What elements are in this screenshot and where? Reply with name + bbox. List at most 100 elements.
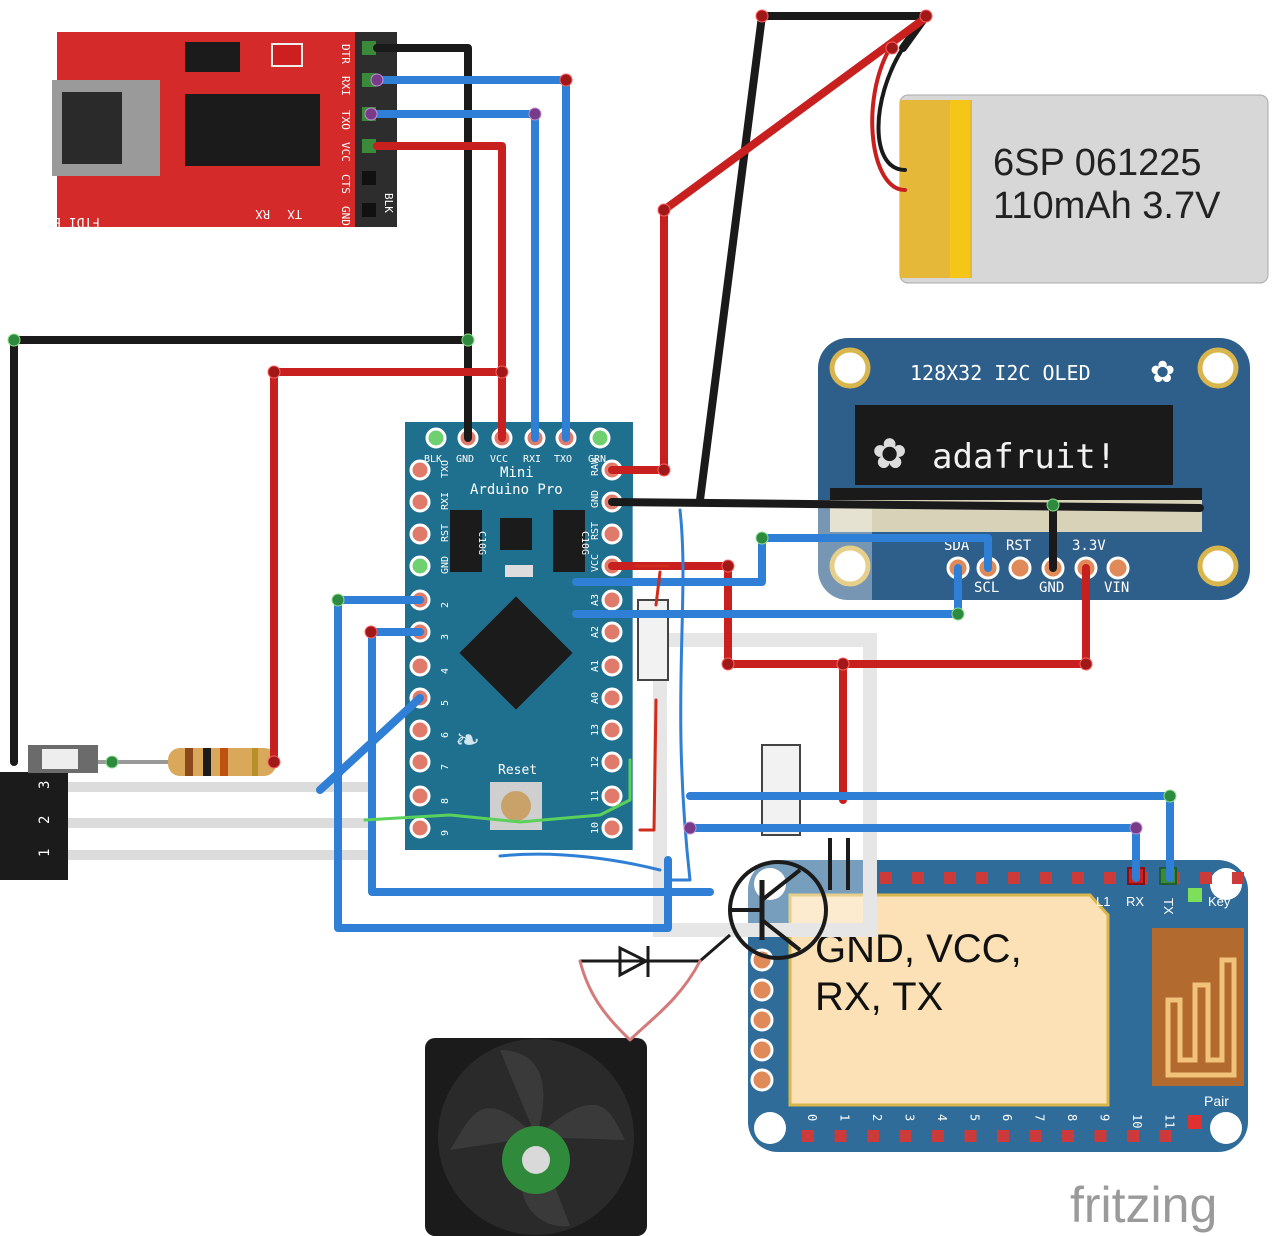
esp-shield [788, 893, 1110, 1107]
arduino-reset-label: Reset [498, 763, 537, 778]
wire-end-dot [267, 365, 281, 379]
wire-end-dot [267, 755, 281, 769]
wire-ftdi-txo [373, 110, 539, 442]
wire-end-dot [657, 463, 671, 477]
esp-bottom-pin-label: 0 [805, 1114, 819, 1121]
arduino-right-pin-label: GND [590, 490, 601, 508]
arduino-right-pin-label: RAW [590, 457, 601, 476]
switch-slider[interactable] [42, 749, 78, 769]
arduino-right-pin [601, 817, 623, 839]
ftdi-pin-label: RXI [339, 76, 352, 96]
arduino-left-pin-label: 2 [440, 602, 451, 608]
esp-top-pin [1104, 872, 1116, 884]
arduino-left-pin-label: 9 [440, 830, 451, 836]
esp-side-pin [750, 978, 774, 1002]
esp-side-pin [750, 1008, 774, 1032]
battery-line2: 110mAh 3.7V [993, 185, 1221, 227]
reset-button[interactable] [501, 791, 531, 821]
arduino-left-pin [409, 785, 431, 807]
arduino-top-pin-label: GRN [588, 454, 606, 465]
oled-hole-tr [1197, 347, 1239, 389]
arduino-right-pin [601, 621, 623, 643]
ftdi-header [355, 32, 397, 227]
wire-gnd-oled [608, 498, 1204, 512]
sensor-body [0, 772, 68, 880]
battery-lead-red [870, 46, 907, 192]
arduino-right-pin-label: 13 [590, 724, 601, 736]
arduino-left-pin-label: 7 [440, 764, 451, 770]
arduino-right-pin-label: A0 [590, 692, 601, 704]
wire-end-dot [559, 73, 573, 87]
arduino-right-pin-label: VCC [590, 554, 601, 572]
oled-hole-br [1197, 545, 1239, 587]
arduino-right-pin [601, 687, 623, 709]
wire-dots [7, 9, 1177, 835]
driver-circuit [580, 500, 877, 978]
arduino-title-1: Mini [500, 465, 534, 481]
arduino-left-pin [409, 655, 431, 677]
sensor-pin-label: 1 [37, 849, 53, 857]
arduino-right-pin-label: A2 [590, 626, 601, 638]
wire-end-dot [105, 755, 119, 769]
arduino-led [505, 565, 533, 577]
arduino-right-pin-label: 12 [590, 756, 601, 768]
esp-bottom-pin [802, 1130, 814, 1142]
ftdi-regulator [185, 42, 240, 72]
esp-bottom-pin [1094, 1130, 1107, 1142]
arduino-right-pin [601, 719, 623, 741]
wire-end-dot [1163, 789, 1177, 803]
esp-bottom-pin [1159, 1130, 1172, 1142]
arduino-left-pin-label: 3 [440, 634, 451, 640]
arduino-left-pin-label: TXO [440, 460, 451, 478]
ftdi-tx-label: TX [287, 207, 302, 221]
oled-pin-label: RST [1006, 538, 1032, 554]
wire-battery-neg [696, 12, 930, 504]
oled-pin-label: GND [1039, 580, 1064, 596]
esp-antenna-trace [1165, 957, 1237, 1078]
ftdi-name: FTDI Basic [22, 214, 100, 229]
wire-end-dot [836, 657, 850, 671]
esp-bottom-pin [899, 1130, 912, 1142]
esp-top-label: TX [1161, 898, 1176, 915]
wire-end-dot [1046, 498, 1060, 512]
ftdi-pin-label: VCC [339, 142, 352, 162]
esp-bottom-pin-label: 10 [1130, 1114, 1144, 1128]
battery-stripe [950, 100, 970, 278]
arduino-right-pin-label: A3 [590, 594, 601, 606]
arduino-left-pin [409, 751, 431, 773]
esp-hole-br [1210, 1112, 1242, 1144]
sensor-lead-3 [68, 782, 368, 792]
esp-bottom-pin-label: 5 [968, 1114, 982, 1121]
ftdi-rx-label: RX [255, 207, 270, 221]
arduino-right-pin [601, 523, 623, 545]
wire-battery-pos [608, 12, 932, 474]
wire-pin5 [316, 694, 424, 794]
esp-top-pin [976, 872, 988, 884]
esp-bottom-pin-label: 2 [870, 1114, 884, 1121]
oled-screen [855, 405, 1173, 485]
ftdi-pin-label: CTS [339, 174, 352, 194]
oled-module: 128X32 I2C OLED ✿ ✿ adafruit! SDASCLRSTG… [818, 338, 1250, 600]
ftdi-pin [362, 139, 376, 153]
oled-hole-tl [829, 347, 871, 389]
wire-end-dot [364, 107, 378, 121]
arduino-left-pin [409, 459, 431, 481]
arduino-right-pin [601, 751, 623, 773]
arduino-cap-left [450, 510, 482, 572]
arduino-top-pin-label: BLK [424, 454, 442, 465]
arduino-top-pin-label: RXI [523, 454, 541, 465]
ftdi-pin [362, 203, 376, 217]
wire-end-dot [721, 559, 735, 573]
esp-bottom-pin [867, 1130, 879, 1142]
wire-end-dot [683, 821, 697, 835]
esp-top-label: L1 [1096, 894, 1110, 909]
fan [425, 1038, 647, 1236]
arduino-right-pin-label: 11 [590, 790, 601, 802]
oled-pin [1008, 556, 1032, 580]
esp-top-pin [1008, 872, 1020, 884]
sensor-pin-label: 3 [37, 781, 53, 789]
arduino-title-2: Arduino Pro [470, 482, 563, 498]
arduino-top-pin-label: VCC [490, 454, 508, 465]
arduino-right-pin-label: RST [590, 522, 601, 540]
